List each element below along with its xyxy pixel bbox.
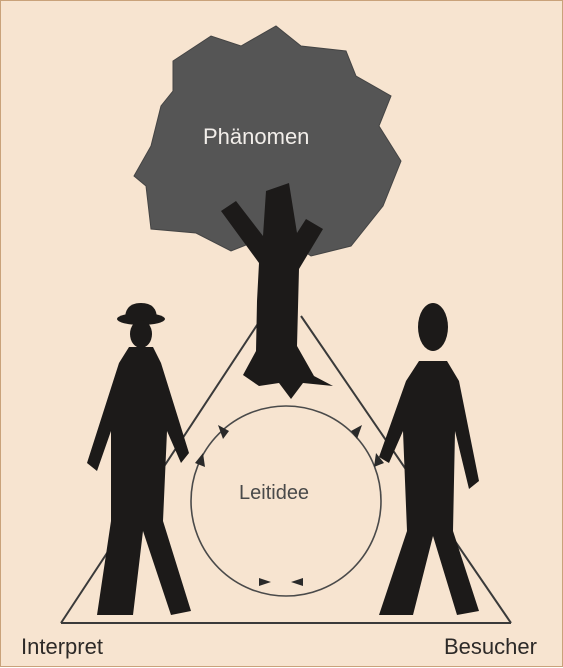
phenomenon-label: Phänomen bbox=[203, 124, 309, 150]
arrowheads bbox=[195, 425, 384, 586]
visitor-figure bbox=[379, 303, 479, 615]
guiding-idea-label: Leitidee bbox=[239, 482, 309, 505]
interpreter-figure bbox=[87, 303, 191, 615]
interpreter-label: Interpret bbox=[21, 634, 103, 660]
visitor-label: Besucher bbox=[444, 634, 537, 660]
